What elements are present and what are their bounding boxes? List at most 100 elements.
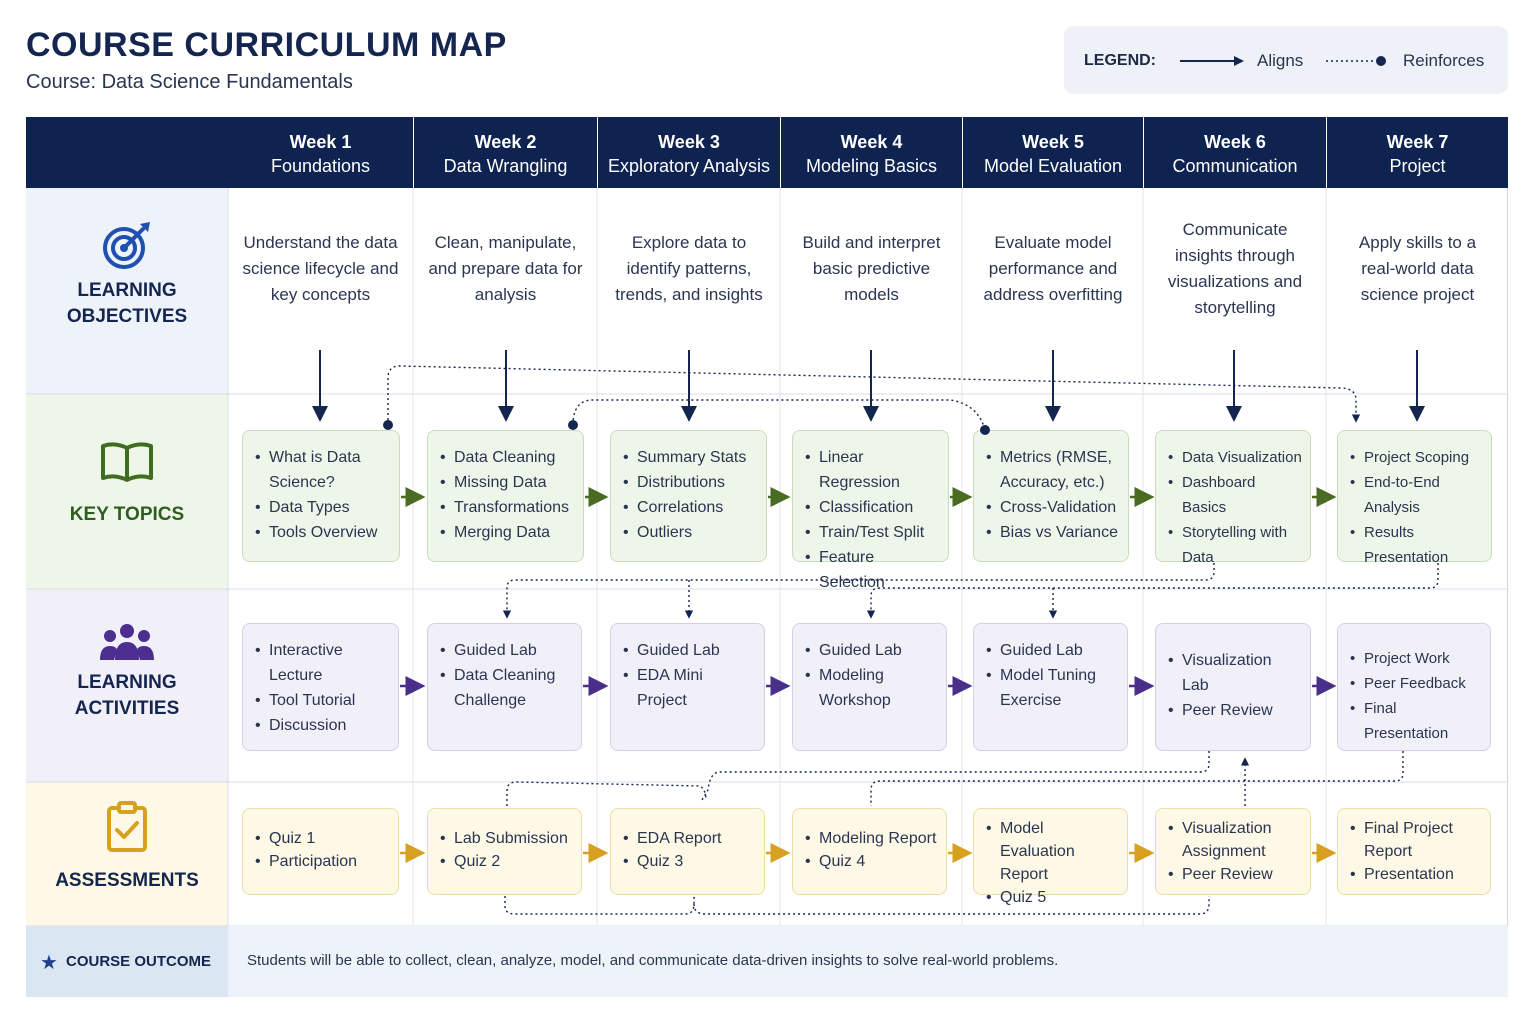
list-item: Interactive Lecture (255, 638, 390, 688)
list-item: Visualization Assignment (1168, 817, 1302, 863)
objective-week-1: Understand the data science lifecycle an… (242, 233, 399, 304)
list-item: Train/Test Split (805, 520, 944, 545)
list-item: Tools Overview (255, 520, 391, 545)
list-item: Data Cleaning Challenge (440, 663, 573, 713)
list-item: Model Evaluation Report (986, 817, 1119, 886)
objective-week-5: Evaluate model performance and address o… (983, 233, 1123, 304)
list-item: Participation (255, 850, 390, 873)
activity-card-week-3: Guided Lab EDA Mini Project (610, 623, 765, 751)
list-item: Merging Data (440, 520, 575, 545)
list-item: EDA Report (623, 827, 756, 850)
list-item: Classification (805, 495, 944, 520)
list-item: Bias vs Variance (986, 520, 1120, 545)
list-item: Visualization Lab (1168, 648, 1302, 698)
legend-graphics (1180, 56, 1386, 66)
list-item: Peer Review (1168, 698, 1302, 723)
list-item: Data Types (255, 495, 391, 520)
assessment-card-week-4: Modeling Report Quiz 4 (792, 808, 947, 895)
row-label-objectives: LEARNING OBJECTIVES (26, 220, 228, 330)
aligns-arrow-icon (1234, 56, 1244, 66)
list-item: Presentation (1350, 863, 1482, 886)
activity-card-week-4: Guided Lab Modeling Workshop (792, 623, 947, 751)
list-item: Project Work (1350, 646, 1482, 671)
activity-card-week-1: Interactive Lecture Tool Tutorial Discus… (242, 623, 399, 751)
assessment-card-week-5: Model Evaluation Report Quiz 5 (973, 808, 1128, 909)
activity-card-week-7: Project Work Peer Feedback Final Present… (1337, 623, 1491, 751)
list-item: Quiz 1 (255, 827, 390, 850)
topic-card-week-7: Project Scoping End-to-End Analysis Resu… (1337, 430, 1492, 566)
list-item: Peer Feedback (1350, 671, 1482, 696)
list-item: Discussion (255, 713, 390, 738)
list-item: Quiz 2 (440, 850, 573, 873)
activity-card-week-5: Guided Lab Model Tuning Exercise (973, 623, 1128, 751)
legend: LEGEND: Aligns Reinforces (1064, 26, 1508, 94)
objective-week-7: Apply skills to a real-world data scienc… (1358, 233, 1477, 304)
list-item: Guided Lab (440, 638, 573, 663)
assessment-card-week-7: Final Project Report Presentation (1337, 808, 1491, 895)
list-item: Dashboard Basics (1168, 470, 1302, 520)
course-subtitle: Course: Data Science Fundamentals (26, 71, 353, 93)
group-icon (100, 624, 154, 660)
list-item: Model Tuning Exercise (986, 663, 1119, 713)
list-item: Project Scoping (1350, 445, 1489, 470)
assessment-card-week-3: EDA Report Quiz 3 (610, 808, 765, 895)
objective-week-4: Build and interpret basic predictive mod… (802, 233, 941, 304)
row-label-activities: LEARNING ACTIVITIES (26, 622, 228, 722)
list-item: Storytelling with Data (1168, 520, 1302, 570)
list-item: Tool Tutorial (255, 688, 390, 713)
list-item: What is Data Science? (255, 445, 391, 495)
list-item: Quiz 3 (623, 850, 756, 873)
list-item: Data Visualization (1168, 445, 1302, 470)
list-item: Correlations (623, 495, 758, 520)
list-item: Transformations (440, 495, 575, 520)
page-title: COURSE CURRICULUM MAP (26, 26, 507, 64)
list-item: Metrics (RMSE, Accuracy, etc.) (986, 445, 1120, 495)
list-item: Guided Lab (805, 638, 938, 663)
list-item: Final Project Report (1350, 817, 1482, 863)
list-item: Lab Submission (440, 827, 573, 850)
legend-label: LEGEND: (1084, 52, 1156, 69)
list-item: Missing Data (440, 470, 575, 495)
course-outcome-text: Students will be able to collect, clean,… (228, 926, 1508, 997)
row-label-topics: KEY TOPICS (26, 440, 228, 528)
reinforces-links (387, 365, 1439, 915)
target-icon (103, 222, 150, 269)
objective-week-2: Clean, manipulate, and prepare data for … (428, 233, 583, 304)
legend-reinforces: Reinforces (1403, 51, 1485, 70)
assessment-card-week-6: Visualization Assignment Peer Review (1155, 808, 1311, 895)
activity-card-week-6: Visualization Lab Peer Review (1155, 623, 1311, 751)
assessment-card-week-2: Lab Submission Quiz 2 (427, 808, 582, 895)
assessment-card-week-1: Quiz 1 Participation (242, 808, 399, 895)
list-item: Modeling Workshop (805, 663, 938, 713)
reinforces-dot-icon (1376, 56, 1386, 66)
topic-card-week-3: Summary Stats Distributions Correlations… (610, 430, 767, 562)
list-item: Peer Review (1168, 863, 1302, 886)
reinforces-dots (383, 420, 990, 435)
topic-card-week-2: Data Cleaning Missing Data Transformatio… (427, 430, 584, 562)
list-item: Modeling Report (805, 827, 938, 850)
list-item: Guided Lab (623, 638, 756, 663)
topic-card-week-1: What is Data Science? Data Types Tools O… (242, 430, 400, 562)
list-item: Linear Regression (805, 445, 944, 495)
objective-week-3: Explore data to identify patterns, trend… (615, 233, 763, 304)
list-item: Final Presentation (1350, 696, 1482, 746)
legend-aligns: Aligns (1257, 51, 1304, 70)
list-item: Cross-Validation (986, 495, 1120, 520)
list-item: EDA Mini Project (623, 663, 756, 713)
book-icon (101, 442, 153, 482)
list-item: Summary Stats (623, 445, 758, 470)
list-item: Distributions (623, 470, 758, 495)
list-item: Data Cleaning (440, 445, 575, 470)
list-item: Guided Lab (986, 638, 1119, 663)
course-outcome-label: COURSE OUTCOME (26, 926, 228, 997)
activity-card-week-2: Guided Lab Data Cleaning Challenge (427, 623, 582, 751)
topic-card-week-6: Data Visualization Dashboard Basics Stor… (1155, 430, 1311, 566)
